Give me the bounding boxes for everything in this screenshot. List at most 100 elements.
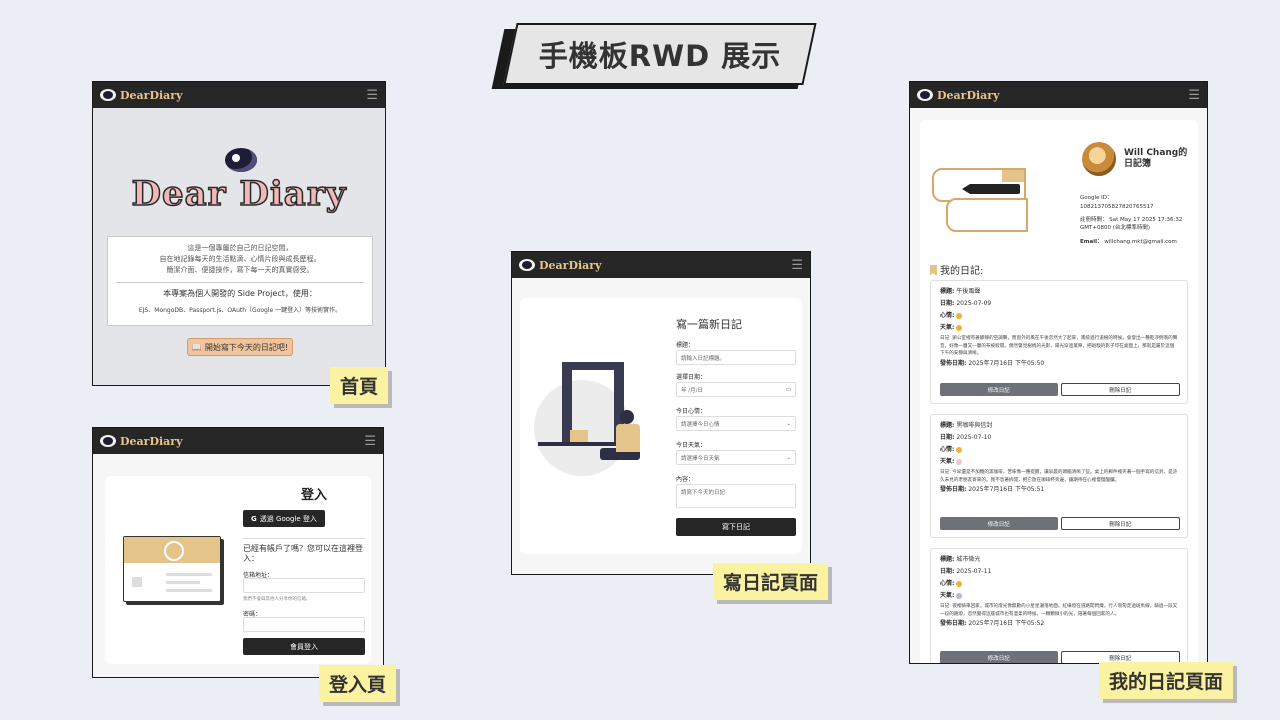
- weather-label: 今日天氣：: [676, 442, 707, 449]
- entry-weather-row: 天氣:: [940, 456, 1178, 468]
- entry-title: 午後風聲: [956, 288, 981, 295]
- mydiary-phone-screen: DearDiary ☰ Will Chang的日記簿 Google ID： 10…: [909, 81, 1208, 664]
- entry-title-label: 標題:: [940, 556, 955, 563]
- edit-diary-button[interactable]: 修改日記: [940, 651, 1058, 663]
- entry-date-row: 日期: 2025-07-11: [940, 566, 1178, 578]
- email-value: willchang.mkt@gmail.com: [1104, 239, 1177, 245]
- brand[interactable]: DearDiary: [100, 435, 183, 448]
- date-input[interactable]: 年 /月/日 ▭: [676, 382, 796, 397]
- entry-date: 2025-07-09: [956, 300, 992, 307]
- entry-date: 2025-07-10: [956, 434, 992, 441]
- brand[interactable]: DearDiary: [100, 89, 183, 102]
- google-login-button[interactable]: G 透過 Google 登入: [243, 510, 325, 527]
- brand-logo-icon: [917, 89, 933, 101]
- email-field[interactable]: [243, 578, 365, 593]
- account-question: 已經有帳戶了嗎？您可以在這裡登入：: [243, 544, 363, 563]
- entry-posted-row: 發佈日期: 2025年7月16日 下午05:52: [940, 618, 1178, 630]
- delete-diary-button[interactable]: 刪除日記: [1060, 651, 1180, 663]
- entry-date-row: 日期: 2025-07-10: [940, 432, 1178, 444]
- brand[interactable]: DearDiary: [917, 89, 1000, 102]
- entry-date-label: 日期:: [940, 434, 955, 441]
- title-input[interactable]: 請輸入日記標題。: [676, 350, 796, 365]
- email-hint: 我們不會與其他人分享你的信箱。: [243, 597, 311, 602]
- chevron-down-icon: ⌄: [786, 420, 791, 427]
- happy-mood-icon: [956, 312, 963, 319]
- brand-name: DearDiary: [120, 88, 183, 102]
- entry-mood-label: 心情:: [940, 312, 955, 319]
- page-title: 手機板RWD 展示: [538, 39, 782, 73]
- user-avatar-icon: [124, 537, 220, 563]
- hamburger-menu-icon[interactable]: ☰: [364, 433, 376, 449]
- my-diary-heading: 我的日記:: [930, 262, 983, 277]
- google-id-value: 108213705827820765517: [1080, 204, 1154, 210]
- date-placeholder: 年 /月/日: [681, 387, 703, 394]
- delete-diary-button[interactable]: 刪除日記: [1060, 383, 1180, 396]
- pen-icon: [962, 184, 1020, 194]
- entry-actions: 修改日記 刪除日記: [940, 651, 1180, 663]
- register-value: Sat May 17 2025 17:36:32 GMT+0800 (台北標準時…: [1080, 217, 1183, 231]
- password-label: 密碼：: [243, 611, 262, 618]
- brand-name: DearDiary: [539, 258, 602, 272]
- password-field[interactable]: [243, 617, 365, 632]
- register-time: 註冊時間： Sat May 17 2025 17:36:32 GMT+0800 …: [1080, 216, 1198, 232]
- caption-home: 首頁: [330, 367, 389, 404]
- entry-posted: 2025年7月16日 下午05:52: [968, 620, 1045, 627]
- submit-diary-button[interactable]: 寫下日記: [676, 518, 796, 536]
- navbar: DearDiary ☰: [93, 82, 385, 108]
- title-placeholder: 請輸入日記標題。: [681, 355, 726, 362]
- start-writing-button[interactable]: 📖 開始寫下今天的日記吧!: [187, 338, 293, 356]
- edit-diary-button[interactable]: 修改日記: [940, 383, 1058, 396]
- entry-title-label: 標題:: [940, 422, 955, 429]
- weather-placeholder: 請選擇今日天氣: [681, 455, 720, 462]
- brand-logo-icon: [100, 89, 116, 101]
- brand[interactable]: DearDiary: [519, 259, 602, 272]
- entry-posted-label: 發佈日期:: [940, 486, 967, 493]
- hamburger-menu-icon[interactable]: ☰: [366, 87, 378, 103]
- delete-diary-button[interactable]: 刪除日記: [1060, 517, 1180, 530]
- entry-title: 黑咖啡與信封: [956, 422, 993, 429]
- date-label: 選擇日期：: [676, 374, 707, 381]
- hamburger-menu-icon[interactable]: ☰: [791, 257, 803, 273]
- mood-select[interactable]: 請選擇今日心情 ⌄: [676, 416, 796, 431]
- divider: [116, 282, 364, 283]
- sunny-weather-icon: [956, 324, 963, 331]
- entry-posted: 2025年7月16日 下午05:50: [968, 359, 1045, 367]
- login-phone-screen: DearDiary ☰ 登入 G 透過 Google 登入 已經有帳戶了嗎？您可…: [92, 427, 384, 678]
- edit-diary-button[interactable]: 修改日記: [940, 517, 1058, 530]
- happy-mood-icon: [956, 580, 963, 587]
- mood-label: 今日心情：: [676, 408, 707, 415]
- intro-desc-2: 自在地記錄每天的生活點滴、心情片段與成長歷程。: [159, 255, 321, 263]
- entry-mood-row: 心情:: [940, 578, 1178, 590]
- start-writing-label: 開始寫下今天的日記吧!: [204, 342, 289, 352]
- hamburger-menu-icon[interactable]: ☰: [1188, 87, 1200, 103]
- entry-body: 日記: 夜裡騎車回家，城市的燈光像無數的小星星灑落地面。紅綠燈在道路間閃爍，行人…: [940, 604, 1178, 617]
- caption-mydiary: 我的日記頁面: [1099, 662, 1234, 699]
- mood-placeholder: 請選擇今日心情: [681, 421, 720, 428]
- register-label: 註冊時間：: [1080, 217, 1108, 223]
- content-textarea[interactable]: 請寫下今天的日記: [676, 484, 796, 508]
- google-login-label: 透過 Google 登入: [259, 514, 317, 523]
- calendar-icon: ▭: [785, 386, 791, 393]
- entry-title-row: 標題: 城市微光: [940, 554, 1178, 566]
- home-hero: Dear Diary 這是一個專屬於自己的日記空間， 自在地記錄每天的生活點滴、…: [93, 108, 385, 385]
- member-login-button[interactable]: 會員登入: [243, 638, 365, 655]
- project-line: 本專案為個人開發的 Side Project，使用：: [163, 289, 317, 298]
- laptop: [570, 430, 588, 442]
- mydiary-body: Will Chang的日記簿 Google ID： 10821370582782…: [910, 108, 1207, 663]
- book-bottom: [946, 198, 1028, 232]
- home-logo-text: Dear Diary: [131, 173, 347, 215]
- chevron-down-icon: ⌄: [786, 454, 791, 461]
- bookmark-icon: [930, 264, 937, 276]
- content-placeholder: 請寫下今天的日記: [681, 490, 726, 496]
- logo-mascot-icon: [225, 148, 257, 172]
- write-title: 寫一篇新日記: [676, 318, 742, 331]
- home-phone-screen: DearDiary ☰ Dear Diary 這是一個專屬於自己的日記空間， 自…: [92, 81, 386, 386]
- entry-weather-label: 天氣:: [940, 324, 955, 331]
- entry-date-row: 日期: 2025-07-09: [940, 298, 1178, 310]
- weather-select[interactable]: 請選擇今日天氣 ⌄: [676, 450, 796, 465]
- google-id-label: Google ID：: [1080, 195, 1113, 201]
- entry-weather-label: 天氣:: [940, 592, 955, 599]
- brand-name: DearDiary: [937, 88, 1000, 102]
- illus-square: [132, 577, 142, 587]
- login-card: 登入 G 透過 Google 登入 已經有帳戶了嗎？您可以在這裡登入： 信箱地址…: [105, 476, 371, 664]
